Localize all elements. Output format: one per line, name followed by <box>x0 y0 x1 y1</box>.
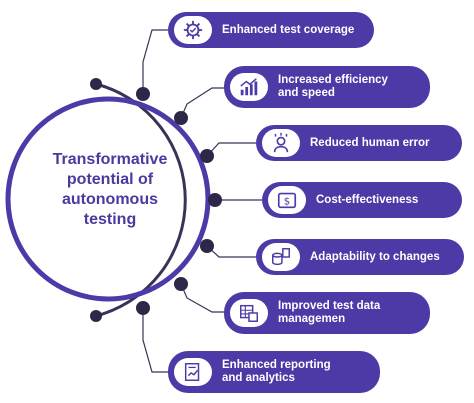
connector-3 <box>206 142 256 157</box>
benefit-label-line: Adaptability to changes <box>310 250 440 263</box>
connector-7 <box>142 308 168 373</box>
center-title-line: Transformative <box>52 151 168 168</box>
center-title-line: potential of <box>66 171 154 188</box>
database-docs-icon <box>262 243 300 271</box>
benefit-label: Cost-effectiveness <box>316 194 418 207</box>
benefit-cost-effectiveness: $ Cost-effectiveness <box>262 182 462 218</box>
benefit-label-line: and speed <box>278 87 335 99</box>
growth-chart-icon <box>230 73 268 101</box>
benefit-adaptability: Adaptability to changes <box>256 239 464 275</box>
benefit-increased-efficiency: Increased efficiency and speed <box>224 66 430 108</box>
benefit-label: Improved test data managemen <box>278 300 380 326</box>
benefit-reduced-human-error: Reduced human error <box>256 125 462 161</box>
svg-text:$: $ <box>284 197 290 208</box>
benefit-label-line: Enhanced reporting <box>222 359 331 371</box>
connector-1 <box>142 29 168 94</box>
connector-5 <box>206 245 256 258</box>
benefit-enhanced-test-coverage: Enhanced test coverage <box>168 12 374 48</box>
benefit-label-line: managemen <box>278 313 346 325</box>
center-title: Transformative potential of autonomous t… <box>18 150 202 230</box>
connector-2 <box>180 87 224 119</box>
benefit-label: Increased efficiency and speed <box>278 74 388 100</box>
node-1 <box>136 87 150 101</box>
benefit-label: Enhanced reporting and analytics <box>222 359 331 385</box>
benefit-label-line: and analytics <box>222 372 295 384</box>
benefit-label: Enhanced test coverage <box>222 24 354 37</box>
benefit-label-line: Improved test data <box>278 300 381 312</box>
node-5 <box>200 239 214 253</box>
data-grid-icon <box>230 299 268 327</box>
connector-6 <box>180 283 224 313</box>
benefit-label: Reduced human error <box>310 137 430 150</box>
center-circle <box>5 96 211 302</box>
node-7 <box>136 301 150 315</box>
benefit-label-line: Reduced human error <box>310 136 430 149</box>
node-3 <box>200 149 214 163</box>
benefit-label: Adaptability to changes <box>310 251 440 264</box>
benefit-enhanced-reporting: Enhanced reporting and analytics <box>168 351 380 393</box>
node-4 <box>208 193 222 207</box>
node-start <box>90 78 102 90</box>
money-chart-icon: $ <box>268 186 306 214</box>
person-bug-icon <box>262 129 300 157</box>
benefit-label-line: Cost-effectiveness <box>316 193 419 206</box>
benefit-label-line: Increased efficiency <box>278 74 388 86</box>
center-title-line: autonomous <box>62 191 158 208</box>
center-title-line: testing <box>83 211 137 228</box>
node-end <box>90 310 102 322</box>
report-chart-icon <box>174 358 212 386</box>
node-6 <box>174 277 188 291</box>
benefit-improved-test-data: Improved test data managemen <box>224 292 430 334</box>
benefit-label-line: Enhanced test coverage <box>222 23 355 36</box>
node-2 <box>174 111 188 125</box>
gear-check-icon <box>174 16 212 44</box>
